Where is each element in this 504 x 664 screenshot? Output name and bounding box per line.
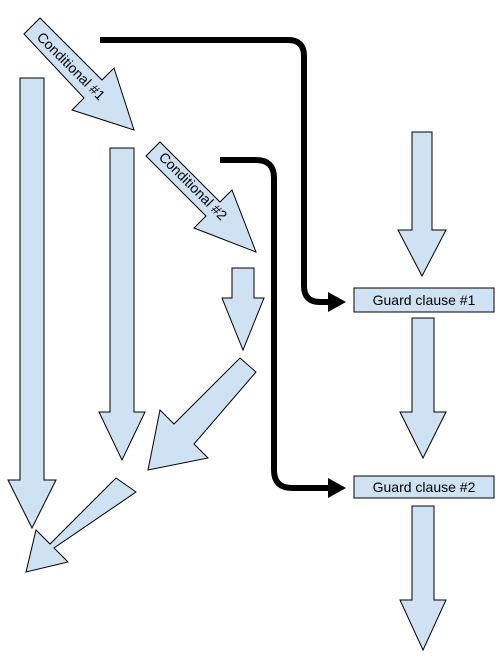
right-bottom-down-arrow (399, 505, 447, 652)
right-top-down-arrow (397, 131, 447, 278)
conditional-1-label: Conditional #1 (34, 29, 109, 104)
flow-arrow-to-guard-2 (220, 157, 346, 498)
conditional-2-label: Conditional #2 (156, 149, 231, 224)
short-down-arrow (221, 267, 265, 352)
guard-clause-1: Guard clause #1 (353, 287, 495, 313)
middle-left-diagonal-arrow (147, 357, 257, 471)
guard-clause-2: Guard clause #2 (353, 475, 495, 499)
flow-arrow-to-guard-1 (100, 37, 346, 312)
guard-clause-1-label: Guard clause #1 (373, 292, 476, 308)
right-middle-down-arrow (399, 317, 447, 460)
guard-clause-2-label: Guard clause #2 (373, 479, 476, 495)
left-down-arrow (7, 77, 57, 530)
middle-down-arrow (98, 147, 146, 462)
bottom-left-diagonal-arrow (25, 477, 137, 573)
